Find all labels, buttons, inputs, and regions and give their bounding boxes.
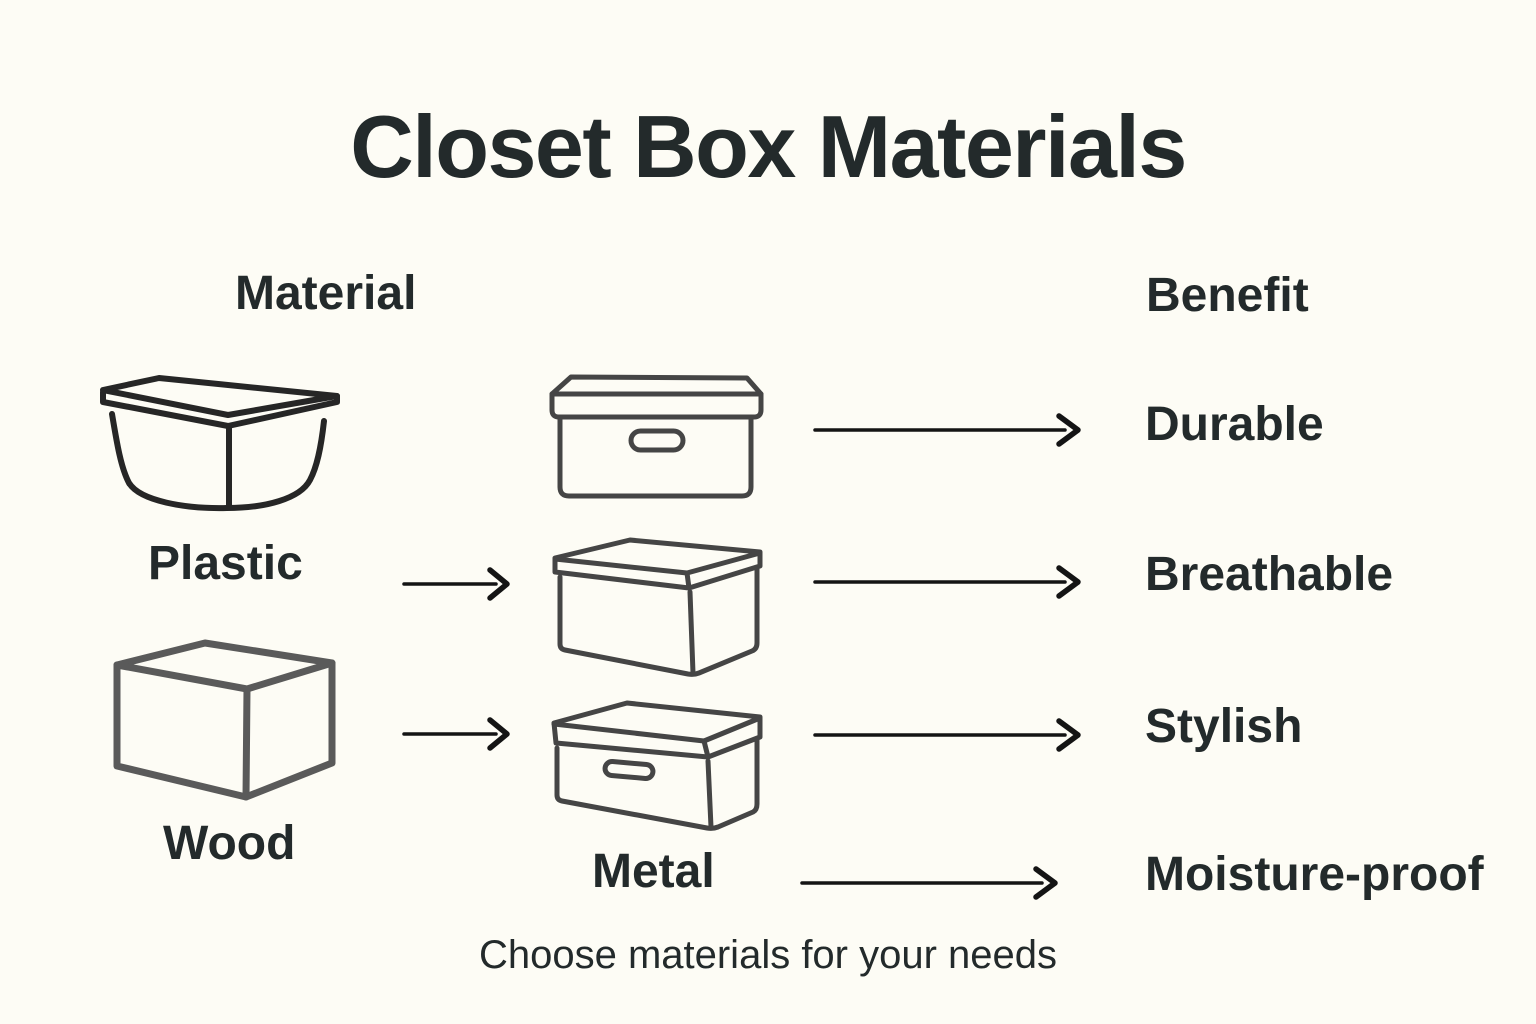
benefit-column-header: Benefit bbox=[1146, 269, 1309, 322]
material-label-plastic: Plastic bbox=[148, 537, 303, 590]
footer-note: Choose materials for your needs bbox=[478, 933, 1058, 977]
lidded-box-3d-handle-icon bbox=[551, 700, 763, 831]
page-title: Closet Box Materials bbox=[350, 97, 1187, 196]
arrow-metal-to-moistureproof-icon bbox=[800, 866, 1058, 900]
lidded-box-3d-icon bbox=[552, 537, 763, 677]
benefit-label-durable: Durable bbox=[1145, 398, 1324, 451]
arrow-box3-to-stylish-icon bbox=[813, 718, 1081, 752]
plastic-tub-icon bbox=[100, 375, 340, 512]
benefit-label-moisture-proof: Moisture-proof bbox=[1145, 848, 1484, 901]
arrow-plastic-to-box-icon bbox=[402, 567, 510, 601]
material-label-wood: Wood bbox=[163, 817, 296, 870]
lidded-box-front-icon bbox=[549, 374, 764, 499]
wood-cube-icon bbox=[113, 639, 336, 801]
arrow-box1-to-durable-icon bbox=[813, 413, 1081, 447]
material-label-metal: Metal bbox=[592, 845, 715, 898]
material-column-header: Material bbox=[235, 267, 417, 320]
benefit-label-breathable: Breathable bbox=[1145, 548, 1394, 601]
arrow-wood-to-box-icon bbox=[402, 717, 510, 751]
benefit-label-stylish: Stylish bbox=[1145, 700, 1303, 753]
arrow-box2-to-breathable-icon bbox=[813, 565, 1081, 599]
